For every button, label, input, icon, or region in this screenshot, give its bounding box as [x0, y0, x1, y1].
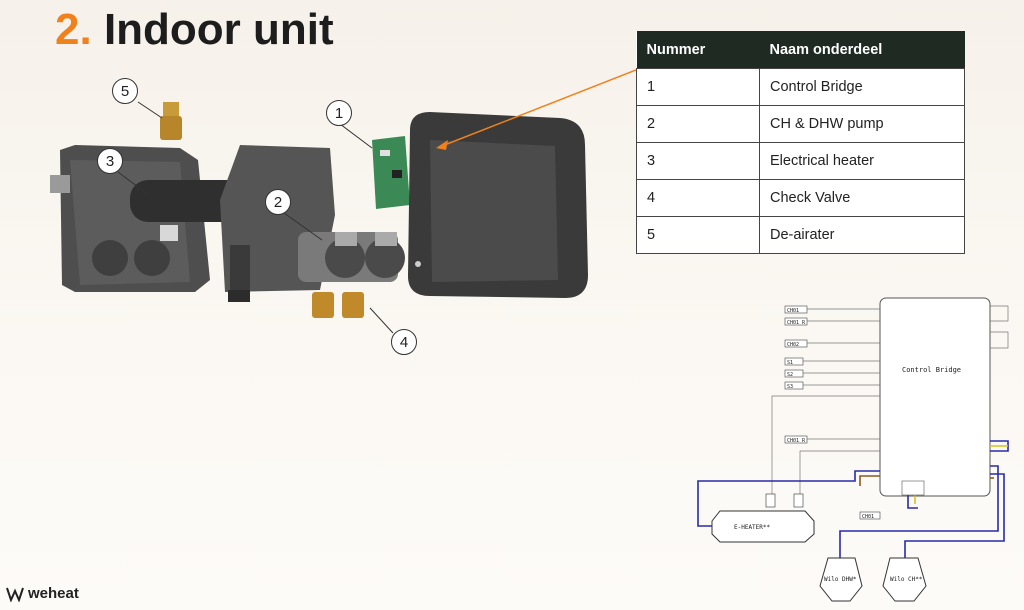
pump-cap [335, 232, 357, 246]
input-box [784, 357, 804, 366]
input-box [784, 317, 808, 326]
callout-1: 1 [326, 100, 352, 126]
bottom-input-box [859, 511, 881, 520]
cell-nummer: 2 [636, 105, 760, 143]
pcb-component [392, 170, 402, 178]
manifold-leg [230, 245, 250, 295]
pcb-component [380, 150, 390, 156]
arrow-head [436, 140, 448, 150]
leader-line-5 [137, 101, 163, 119]
signal-wires [771, 305, 1009, 501]
callout-5: 5 [112, 78, 138, 104]
de-airater-cap [163, 102, 179, 116]
callout-2: 2 [265, 189, 291, 215]
cell-nummer: 3 [636, 142, 760, 180]
heater-label: E-HEATER** [734, 524, 771, 531]
pump-head [325, 238, 365, 278]
slide-title-number: 2. [55, 5, 92, 54]
leader-line-1 [339, 123, 373, 149]
weheat-logo: weheat [6, 585, 79, 602]
input-box [784, 305, 808, 314]
ground-terminal [901, 480, 925, 496]
table-pointer-arrow [441, 69, 637, 147]
input-box [784, 369, 804, 378]
pump-dhw-label: Wilo DHW* [824, 576, 857, 583]
cell-naam: De-airater [759, 216, 965, 254]
heater-terminal [765, 493, 776, 508]
input-label: CH01 R [787, 438, 806, 444]
control-bridge-board [879, 297, 991, 497]
pump-ch-label: Wilo CH** [890, 576, 923, 583]
slide-title-text: Indoor unit [103, 5, 334, 54]
cell-nummer: 1 [636, 68, 760, 106]
bottom-input-label: CH01 [862, 514, 874, 520]
bracket-clip [160, 225, 178, 241]
input-label: S1 [787, 360, 793, 366]
cover-face [430, 140, 558, 282]
cover-screw [415, 261, 421, 267]
electrical-heater-body [130, 180, 250, 222]
board-label: Control Bridge [902, 366, 961, 374]
cell-naam: Electrical heater [759, 142, 965, 180]
bracket-port [92, 240, 128, 276]
input-box [784, 381, 804, 390]
leader-line-4 [369, 307, 394, 334]
heater-terminal [793, 493, 804, 508]
slide-title: 2. Indoor unit [55, 2, 334, 58]
bracket-port [134, 240, 170, 276]
logo-text: weheat [28, 585, 79, 602]
cell-naam: CH & DHW pump [759, 105, 965, 143]
leader-line-2 [283, 212, 323, 241]
check-valve [312, 292, 334, 318]
cell-naam: Check Valve [759, 179, 965, 217]
wiring-diagram: Control Bridge CH01 CH01 R CH02 S1 S2 S3… [697, 297, 1009, 602]
header-naam-onderdeel: Naam onderdeel [759, 31, 965, 69]
callout-4: 4 [391, 329, 417, 355]
control-bridge-pcb [372, 136, 410, 209]
input-label: CH02 [787, 342, 799, 348]
cell-nummer: 4 [636, 179, 760, 217]
manifold-foot [228, 290, 250, 302]
pump-ch-shape [882, 557, 927, 602]
pump-head [365, 238, 405, 278]
input-label: CH01 [787, 308, 799, 314]
parts-table-header-row: Nummer Naam onderdeel [636, 31, 965, 69]
callout-3: 3 [97, 148, 123, 174]
bracket-clip [50, 175, 70, 193]
input-label: S2 [787, 372, 793, 378]
pump-cap [375, 232, 397, 246]
input-label: CH01 R [787, 320, 806, 326]
header-nummer: Nummer [636, 31, 760, 69]
leader-line-3 [117, 171, 151, 197]
de-airater-body [160, 116, 182, 140]
pump-dhw-shape [819, 557, 863, 602]
bracket-face [70, 160, 190, 285]
input-box [784, 435, 808, 444]
cell-nummer: 5 [636, 216, 760, 254]
weheat-logo-icon [6, 587, 24, 602]
exploded-view-illustration [50, 69, 637, 334]
input-label: S3 [787, 384, 793, 390]
check-valve [342, 292, 364, 318]
input-box [784, 339, 808, 348]
cell-naam: Control Bridge [759, 68, 965, 106]
